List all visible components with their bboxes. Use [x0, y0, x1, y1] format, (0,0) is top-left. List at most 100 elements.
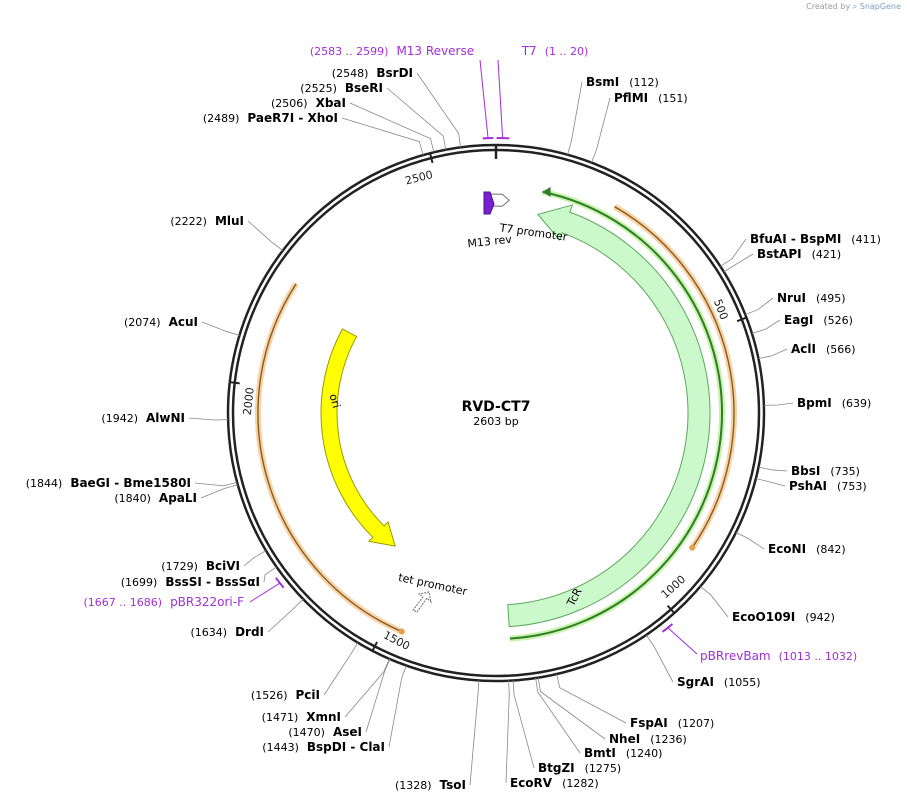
- site-position-alwni-1942: (1942): [101, 412, 138, 425]
- site-enzyme-btgzi-1275: BtgZI: [538, 761, 575, 775]
- site-enzyme-asei-1470: AseI: [333, 725, 362, 739]
- site-label-alwni-1942: (1942) AlwNI: [101, 411, 185, 425]
- site-position-bstapi-421: (421): [812, 248, 842, 261]
- site-leader-xbai-2506: [349, 102, 435, 153]
- primer-name-pbr322ori-f: pBR322ori-F: [170, 595, 244, 609]
- site-position-bsssi-bsss-i-1699: (1699): [121, 576, 158, 589]
- site-label-pcii-1526: (1526)PciI: [251, 688, 320, 702]
- site-position-mlui-2222: (2222): [170, 215, 207, 228]
- ruler-tick-2500: [429, 152, 434, 164]
- primer-name-m13-reverse: M13 Reverse: [396, 44, 474, 58]
- site-label-bseri-2525: (2525)BseRI: [300, 81, 383, 95]
- site-enzyme-mlui-2222: MluI: [215, 214, 244, 228]
- site-position-bsmi-112: (112): [629, 76, 659, 89]
- site-label-econi-842: EcoNI(842): [768, 542, 846, 556]
- site-label-apali-1840: (1840)ApaLI: [114, 491, 197, 505]
- primer-label-m13-reverse: (2583 .. 2599)M13 Reverse: [310, 44, 474, 58]
- snapgene-logo-icon: ⌕: [852, 2, 858, 11]
- site-enzyme-bsmi-112: BsmI: [586, 75, 619, 89]
- center-label: RVD-CT7 2603 bp: [462, 399, 531, 428]
- site-label-eagi-526: EagI (526): [784, 313, 853, 327]
- site-position-tsoi-1328: (1328): [395, 779, 432, 792]
- site-position-nhei-1236: (1236): [650, 733, 687, 746]
- site-position-acli-566: (566): [826, 343, 856, 356]
- site-enzyme-xmni-1471: XmnI: [306, 710, 341, 724]
- site-enzyme-bspdi-clai-1443: BspDI - ClaI: [307, 740, 385, 754]
- feature-tcr: [507, 204, 711, 628]
- tcr-frame-line: [509, 190, 723, 640]
- site-label-tsoi-1328: (1328) TsoI: [395, 778, 466, 792]
- orf-arrowhead-2: [398, 628, 405, 635]
- site-label-fspai-1207: FspAI (1207): [630, 716, 714, 730]
- ruler-tick-1500: [371, 641, 378, 652]
- site-enzyme-ecoo109i-942: EcoO109I: [732, 610, 795, 624]
- site-position-pflmi-151: (151): [658, 92, 688, 105]
- primer-label-t7: T7 (1 .. 20): [521, 44, 589, 58]
- site-leader-pflmi-151: [591, 97, 611, 163]
- primer-leader-pbr322ori-f: [249, 582, 281, 603]
- site-position-pcii-1526: (1526): [251, 689, 288, 702]
- site-position-sgrai-1055: (1055): [724, 676, 761, 689]
- site-position-fspai-1207: (1207): [678, 717, 715, 730]
- site-leader-bsssi-bsss-i-1699: [263, 566, 277, 583]
- site-leader-nhei-1236: [537, 677, 606, 740]
- site-enzyme-eagi-526: EagI: [784, 313, 813, 327]
- feature-m13-rev: [483, 191, 495, 215]
- site-leader-ecorv-1282: [505, 680, 510, 784]
- site-enzyme-bbsi-735: BbsI: [791, 464, 820, 478]
- site-enzyme-alwni-1942: AlwNI: [146, 411, 185, 425]
- primer-name-pbrrevbam: pBRrevBam: [700, 649, 771, 663]
- site-leader-mlui-2222: [247, 220, 284, 251]
- site-enzyme-econi-842: EcoNI: [768, 542, 806, 556]
- site-leader-paer7i-xhoi-2489: [341, 117, 424, 156]
- site-label-bmti-1240: BmtI(1240): [584, 746, 662, 760]
- site-enzyme-tsoi-1328: TsoI: [440, 778, 466, 792]
- site-leader-bsmi-112: [567, 81, 583, 155]
- site-leader-econi-842: [735, 532, 765, 550]
- site-position-eagi-526: (526): [823, 314, 853, 327]
- site-leader-bpmi-639: [763, 402, 794, 406]
- site-label-asei-1470: (1470) AseI: [288, 725, 362, 739]
- site-label-bpmi-639: BpmI(639): [797, 396, 871, 410]
- feature-ori: [320, 328, 396, 547]
- primer-leader-m13-reverse: [479, 59, 489, 139]
- site-leader-xmni-1471: [344, 658, 390, 718]
- site-enzyme-fspai-1207: FspAI: [630, 716, 668, 730]
- site-position-xmni-1471: (1471): [262, 711, 299, 724]
- site-label-nrui-495: NruI(495): [777, 291, 846, 305]
- ruler-label-2500: 2500: [404, 168, 434, 187]
- feature-label-ori: ori: [327, 392, 343, 409]
- site-leader-nrui-495: [745, 297, 774, 315]
- site-position-bspdi-clai-1443: (1443): [262, 741, 299, 754]
- site-position-xbai-2506: (2506): [271, 97, 308, 110]
- site-leader-fspai-1207: [556, 673, 627, 724]
- site-enzyme-bpmi-639: BpmI: [797, 396, 832, 410]
- site-enzyme-xbai-2506: XbaI: [316, 96, 346, 110]
- site-position-asei-1470: (1470): [288, 726, 325, 739]
- site-position-ecoo109i-942: (942): [805, 611, 835, 624]
- orf-line-1: [614, 206, 735, 549]
- site-leader-tsoi-1328: [469, 680, 480, 786]
- site-label-xmni-1471: (1471) XmnI: [262, 710, 341, 724]
- site-leader-pcii-1526: [323, 642, 359, 696]
- site-label-bsrdi-2548: (2548)BsrDI: [332, 66, 413, 80]
- site-position-acui-2074: (2074): [124, 316, 161, 329]
- primer-mark-pbr322ori-f: [275, 577, 285, 589]
- site-leader-bsrdi-2548: [416, 72, 461, 148]
- primer-name-t7: T7: [521, 44, 537, 58]
- site-label-btgzi-1275: BtgZI(1275): [538, 761, 621, 775]
- site-enzyme-bseri-2525: BseRI: [345, 81, 383, 95]
- site-enzyme-bsssi-bsss-i-1699: BssSI - BssSαI: [165, 575, 260, 589]
- feature-tet-promoter: [412, 591, 432, 613]
- site-enzyme-sgrai-1055: SgrAI: [677, 675, 714, 689]
- site-label-ecoo109i-942: EcoO109I (942): [732, 610, 835, 624]
- site-label-bstapi-421: BstAPI(421): [757, 247, 841, 261]
- snapgene-credit: Created by ⌕ SnapGene: [806, 2, 901, 12]
- site-enzyme-nhei-1236: NheI: [609, 732, 640, 746]
- sites-layer: BsmI(112)PflMI(151)BfuAI - BspMI(411)Bst…: [26, 66, 881, 792]
- primer-label-pbr322ori-f: (1667 .. 1686)pBR322ori-F: [84, 595, 245, 609]
- site-enzyme-ecorv-1282: EcoRV: [510, 776, 553, 790]
- site-label-bbsi-735: BbsI(735): [791, 464, 860, 478]
- primer-range-t7: (1 .. 20): [545, 45, 589, 58]
